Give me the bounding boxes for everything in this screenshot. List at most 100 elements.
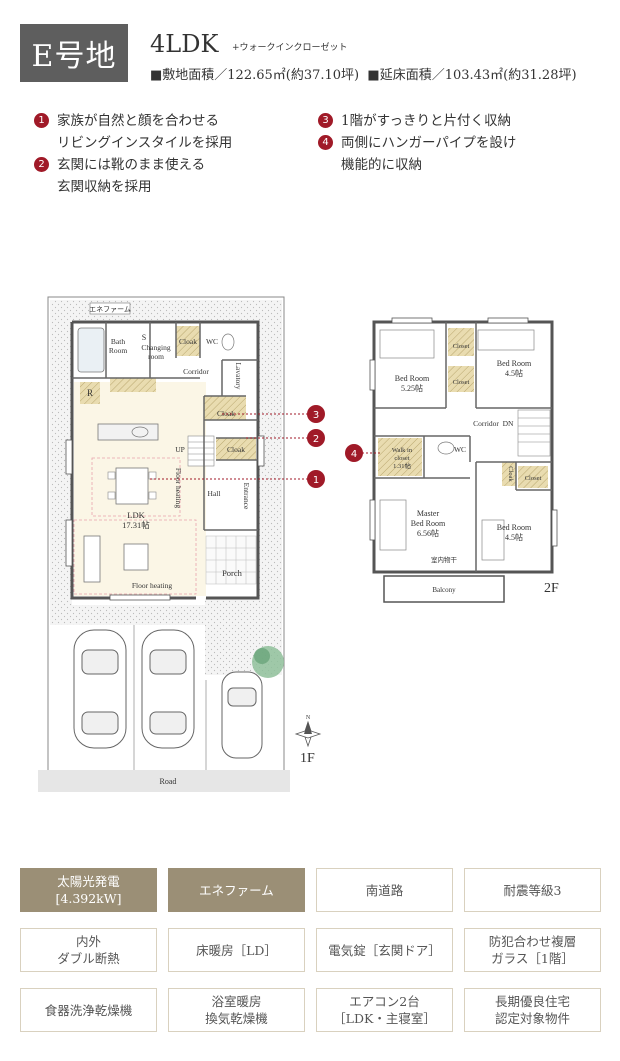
label-bed2: Bed Room (497, 359, 532, 368)
tag-label: 電気錠［玄関ドア］ (328, 942, 441, 958)
feature-text: 玄関には靴のまま使える (57, 157, 206, 173)
feature-2: 2 玄関には靴のまま使える (34, 154, 232, 176)
floor-heating-zone (91, 457, 181, 517)
layout-title: 4LDK (150, 30, 219, 58)
toilet (221, 333, 235, 351)
labels-2f: Bed Room 5.25帖 Closet Closet Bed Room 4.… (392, 343, 542, 594)
tag-label-2: ［LDK・主寝室］ (333, 1011, 436, 1026)
label-bed1-size: 5.25帖 (401, 383, 423, 393)
dining-chair (148, 491, 157, 500)
plan-2f: Bed Room 5.25帖 Closet Closet Bed Room 4.… (369, 317, 559, 603)
label-lavatory: Lavatory (234, 362, 243, 389)
label-s: S (142, 333, 146, 342)
storage-cloak-2f (502, 462, 516, 486)
tag-solar: 太陽光発電[4.392kW] (20, 868, 157, 912)
enefarm-unit (89, 302, 131, 315)
interior-walls-1f (72, 322, 258, 531)
stairs-2f (517, 409, 551, 457)
balcony (383, 575, 505, 603)
floor-plan-drawing: エネファーム (38, 296, 559, 792)
plan-1f: エネファーム (38, 296, 322, 792)
callout-number: 4 (351, 449, 357, 460)
floor-heating-zone (73, 519, 197, 595)
windows-2f (369, 317, 558, 547)
label-closet-a: Closet (453, 343, 470, 350)
label-ldk: LDK (127, 510, 145, 520)
label-master: Master (417, 509, 440, 518)
storage-walkin (378, 438, 422, 476)
callout-lines (150, 413, 382, 480)
callout-number: 2 (313, 434, 319, 445)
callout-2: 2 (307, 429, 325, 447)
label-bath: Bath (111, 337, 125, 346)
tag-south-road: 南道路 (316, 868, 453, 912)
stairs-1f (187, 435, 215, 467)
label-wc-1f: WC (206, 337, 218, 346)
label-changing: Changing (141, 343, 170, 352)
tag-long-term: 長期優良住宅認定対象物件 (464, 988, 601, 1032)
label-master-2: Bed Room (411, 519, 446, 528)
tag-label: 浴室暖房 (211, 994, 262, 1009)
tag-aircon: エアコン2台 ［LDK・主寝室］ (316, 988, 453, 1032)
floor-label-1f: 1F (300, 751, 315, 766)
tag-insulation: 内外ダブル断熱 (20, 928, 157, 972)
label-entrance: Entrance (242, 483, 251, 510)
area-info: ■敷地面積／122.65㎡(約37.10坪) ■延床面積／103.43㎡(約31… (150, 64, 577, 83)
label-hall: Hall (208, 489, 221, 498)
kitchen-counter (97, 423, 159, 441)
tag-bath-dryer: 浴室暖房換気乾燥機 (168, 988, 305, 1032)
label-wc-2f: WC (454, 445, 466, 454)
porch-tiles (205, 535, 257, 585)
label-master-size: 6.56帖 (417, 528, 439, 538)
storage-closet-b (448, 366, 474, 392)
tag-label: 南道路 (365, 882, 404, 898)
tag-label: エアコン2台 (349, 994, 420, 1009)
toilet-2f (437, 441, 455, 455)
dining-chair (107, 491, 116, 500)
sofa (83, 535, 101, 583)
tag-label-2: 認定対象物件 (494, 1011, 570, 1026)
storage-closet-a (448, 328, 474, 356)
feature-number: 2 (34, 157, 49, 172)
tag-label: 耐震等級3 (503, 882, 562, 898)
tag-label-2: [4.392kW] (55, 891, 122, 906)
storage-cloak-low (216, 438, 256, 460)
tag-label: 床暖房［LD］ (196, 942, 277, 958)
floor-area: ■延床面積／103.43㎡(約31.28坪) (367, 68, 577, 83)
callout-1: 1 (307, 470, 325, 488)
floor-label-2f: 2F (544, 581, 559, 596)
label-up: UP (175, 445, 185, 454)
feature-number: 1 (34, 113, 49, 128)
feature-text: 1階がすっきりと片付く収納 (341, 113, 512, 129)
road (38, 770, 290, 792)
label-closet-c: Closet (525, 475, 542, 482)
tag-label: エネファーム (199, 882, 274, 898)
rear-yard (50, 300, 282, 320)
callout-4: 4 (345, 444, 363, 462)
label-corridor-2f: Corridor (473, 419, 499, 428)
tag-seismic: 耐震等級3 (464, 868, 601, 912)
label-cloak-2f: Cloak (507, 466, 514, 482)
tag-label-2: ガラス［1階］ (491, 951, 574, 966)
label-r: R (87, 388, 93, 398)
callout-number: 3 (313, 410, 319, 421)
tag-label: 食器洗浄乾燥機 (44, 1002, 133, 1018)
bathtub (77, 327, 105, 373)
label-walkin: Walk in (392, 447, 413, 454)
feature-text: リビングインスタイルを採用 (57, 135, 233, 151)
enefarm-label: エネファーム (89, 306, 131, 314)
feature-text: 機能的に収納 (341, 157, 422, 173)
storage-cloak-mid (204, 396, 246, 420)
storage-closet-c (518, 466, 548, 488)
dining-chair (148, 471, 157, 480)
label-corridor-1f: Corridor (183, 367, 209, 376)
storage-cloak-top (176, 326, 200, 356)
parking-lines (133, 625, 207, 770)
label-walkin-size: 1.31帖 (393, 461, 411, 470)
tag-label: 長期優良住宅 (494, 994, 570, 1009)
label-floor-heating-v: Floor heating (174, 468, 183, 508)
label-closet-b: Closet (453, 379, 470, 386)
tag-floor-heating: 床暖房［LD］ (168, 928, 305, 972)
label-bath-2: Room (109, 346, 128, 355)
